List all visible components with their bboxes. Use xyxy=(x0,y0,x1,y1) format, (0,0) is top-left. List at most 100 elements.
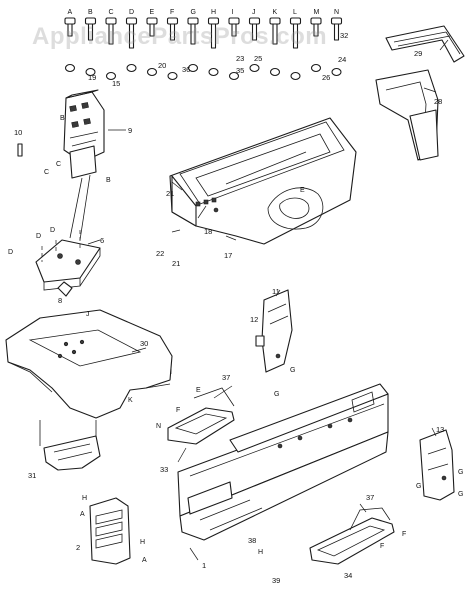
fastener-shank xyxy=(251,23,258,41)
fastener-b: B xyxy=(84,9,97,77)
callout-labels: 9 10 6 8 21 18 22 21 17 28 29 30 31 2 11… xyxy=(14,31,444,585)
callout-37a: 37 xyxy=(222,373,230,382)
fastener-nut xyxy=(310,63,322,73)
watermark: AppliancePartsPros.com xyxy=(32,23,327,50)
fastener-letter-n: N xyxy=(334,9,339,16)
leader-lines xyxy=(87,39,449,561)
fastener-c: C xyxy=(105,9,117,81)
fastener-l: L xyxy=(289,9,302,81)
fastener-shank xyxy=(272,23,278,45)
callout-6: 6 xyxy=(100,236,104,245)
marker-H-2: H xyxy=(140,539,145,546)
fastener-shank xyxy=(210,23,217,49)
fastener-j: J xyxy=(248,9,261,73)
fastener-letter-e: E xyxy=(150,9,155,16)
callout-21a: 21 xyxy=(166,189,174,198)
fastener-letter-f: F xyxy=(170,9,174,16)
callout-28: 28 xyxy=(434,97,442,106)
fastener-letter-i: I xyxy=(232,9,234,16)
callout-22: 22 xyxy=(156,249,164,258)
fastener-shank xyxy=(231,23,237,37)
callout-12: 12 xyxy=(250,315,258,324)
step-34 xyxy=(309,507,395,565)
panel-11 xyxy=(255,289,293,373)
fastener-shank xyxy=(190,23,196,45)
callout-32: 32 xyxy=(340,31,348,40)
marker-J-1: J xyxy=(86,311,90,318)
callout-25: 25 xyxy=(254,54,262,63)
callout-23: 23 xyxy=(236,54,244,63)
grille-28 xyxy=(375,69,439,161)
footrest-33 xyxy=(167,387,235,445)
marker-G-3: G xyxy=(416,483,421,490)
marker-B-1: B xyxy=(60,115,65,122)
fastener-nut xyxy=(331,67,342,77)
callout-29: 29 xyxy=(414,49,422,58)
fastener-nut xyxy=(126,63,137,73)
marker-G-2: G xyxy=(290,367,295,374)
fastener-letter-b: B xyxy=(88,9,93,16)
fastener-d: D xyxy=(125,9,138,73)
callout-19: 19 xyxy=(88,73,96,82)
fastener-letter-j: J xyxy=(252,9,256,16)
fastener-nut xyxy=(167,71,178,81)
fastener-letter-c: C xyxy=(109,9,114,16)
marker-G-1: G xyxy=(274,391,279,398)
fastener-nut xyxy=(228,71,240,81)
fastener-shank xyxy=(169,23,176,41)
fastener-letter-l: L xyxy=(293,9,297,16)
marker-F-2: F xyxy=(402,531,406,538)
callout-26: 26 xyxy=(322,73,330,82)
marker-D-1: D xyxy=(36,233,41,240)
fastener-letter-g: G xyxy=(191,9,196,16)
marker-F-3: F xyxy=(380,543,384,550)
fastener-letter-m: M xyxy=(314,9,320,16)
callout-20: 20 xyxy=(158,61,166,70)
main-frame xyxy=(177,383,389,541)
fastener-shank xyxy=(67,23,73,37)
fastener-shank xyxy=(87,23,94,41)
callout-11: 11 xyxy=(272,287,280,296)
fastener-nut xyxy=(208,67,219,77)
fastener-f: F xyxy=(166,9,179,81)
marker-G-4: G xyxy=(458,491,463,498)
part-10-bracket xyxy=(17,143,23,157)
strip-29 xyxy=(385,25,465,63)
marker-H-3: H xyxy=(258,549,263,556)
marker-C-2: C xyxy=(44,169,49,176)
callout-18: 18 xyxy=(204,227,212,236)
callout-15: 15 xyxy=(112,79,120,88)
marker-E-2: E xyxy=(196,387,201,394)
callout-17: 17 xyxy=(224,251,232,260)
callout-2: 2 xyxy=(76,543,80,552)
letter-markers: B B C C D D D E E F F F G G G G G H H H … xyxy=(8,115,463,564)
marker-B-2: B xyxy=(106,177,111,184)
callout-31: 31 xyxy=(28,471,36,480)
callout-36: 36 xyxy=(182,65,190,74)
fastener-e: E xyxy=(146,9,158,77)
marker-A-1: A xyxy=(80,511,85,518)
callout-34: 34 xyxy=(344,571,352,580)
callout-33: 33 xyxy=(160,465,168,474)
fastener-letter-h: H xyxy=(211,9,216,16)
callout-30: 30 xyxy=(140,339,148,348)
fastener-nut xyxy=(187,63,199,73)
callout-9: 9 xyxy=(128,126,132,135)
marker-H-1: H xyxy=(82,495,87,502)
hood-body xyxy=(169,117,357,245)
marker-N-1: N xyxy=(156,423,161,430)
fastener-k: K xyxy=(269,9,281,77)
fastener-nut xyxy=(105,71,117,81)
fastener-nut xyxy=(146,67,158,77)
callout-38: 38 xyxy=(248,536,256,545)
fastener-letter-d: D xyxy=(129,9,134,16)
callout-39: 39 xyxy=(272,576,280,585)
pedestal-plate xyxy=(35,230,101,297)
fastener-i: I xyxy=(228,9,240,81)
marker-A-2: A xyxy=(142,557,147,564)
fastener-nut xyxy=(290,71,301,81)
callout-13: 13 xyxy=(436,425,444,434)
fastener-shank xyxy=(128,23,135,49)
